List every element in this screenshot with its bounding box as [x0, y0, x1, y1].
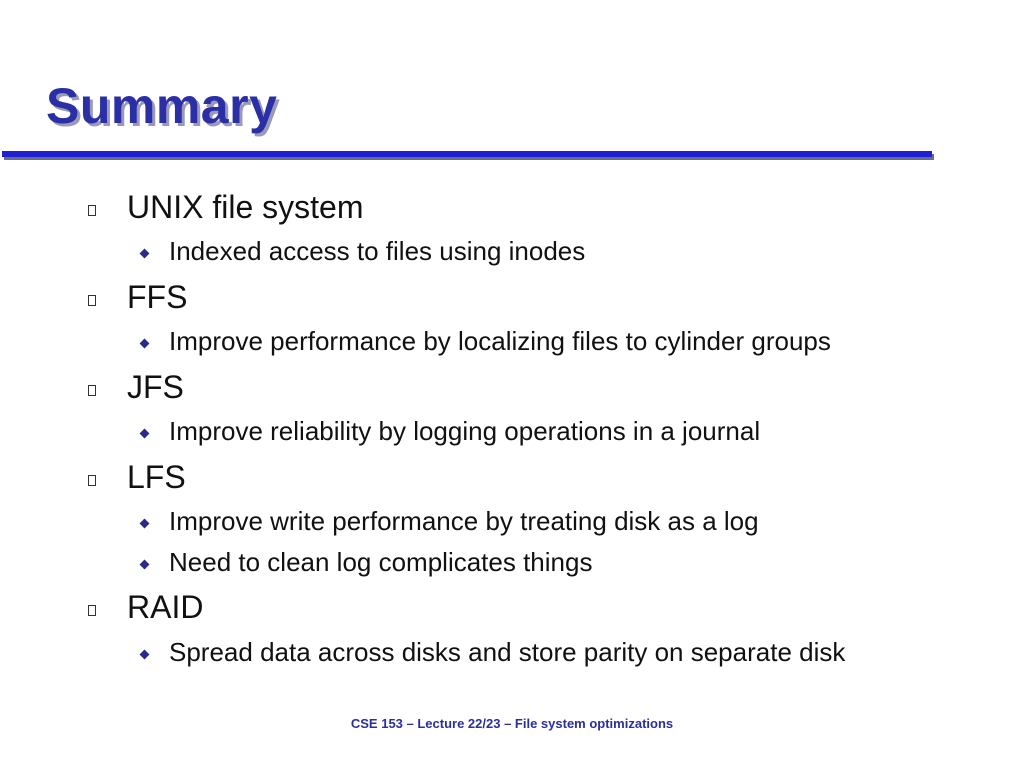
diamond-bullet-icon: [139, 559, 150, 569]
bullet-level2: Improve reliability by logging operation…: [139, 415, 761, 447]
diamond-bullet-icon: [139, 649, 150, 659]
bullet-text: Improve reliability by logging operation…: [169, 416, 761, 446]
bullet-level1: LFS: [88, 457, 186, 497]
bullet-level1: UNIX file system: [88, 187, 363, 227]
diamond-bullet-icon: [139, 248, 150, 258]
section-heading: FFS: [127, 279, 188, 315]
bullet-text: Need to clean log complicates things: [169, 547, 593, 577]
section-heading: LFS: [127, 459, 186, 495]
square-bullet-icon: [88, 474, 96, 486]
bullet-level2: Improve performance by localizing files …: [139, 325, 831, 357]
square-bullet-icon: [88, 294, 96, 306]
bullet-level2: Indexed access to files using inodes: [139, 235, 586, 267]
bullet-level2: Improve write performance by treating di…: [139, 505, 759, 537]
bullet-text: Spread data across disks and store parit…: [169, 637, 846, 667]
bullet-level1: JFS: [88, 367, 184, 407]
diamond-bullet-icon: [139, 428, 150, 438]
section-heading: RAID: [127, 589, 204, 625]
square-bullet-icon: [88, 384, 96, 396]
slide-content: UNIX file system Indexed access to files…: [88, 187, 846, 668]
section-heading: JFS: [127, 369, 184, 405]
bullet-text: Improve performance by localizing files …: [169, 326, 831, 356]
bullet-text: Indexed access to files using inodes: [169, 236, 586, 266]
square-bullet-icon: [88, 204, 96, 216]
bullet-text: Improve write performance by treating di…: [169, 506, 759, 536]
square-bullet-icon: [88, 604, 96, 616]
bullet-level1: RAID: [88, 587, 203, 627]
section-heading: UNIX file system: [127, 189, 364, 225]
bullet-level2: Spread data across disks and store parit…: [139, 636, 846, 668]
bullet-level1: FFS: [88, 277, 187, 317]
title-divider: [2, 151, 932, 157]
diamond-bullet-icon: [139, 518, 150, 528]
diamond-bullet-icon: [139, 338, 150, 348]
bullet-level2: Need to clean log complicates things: [139, 546, 593, 578]
slide-title: Summary: [46, 78, 278, 134]
slide-footer: CSE 153 – Lecture 22/23 – File system op…: [350, 716, 674, 731]
